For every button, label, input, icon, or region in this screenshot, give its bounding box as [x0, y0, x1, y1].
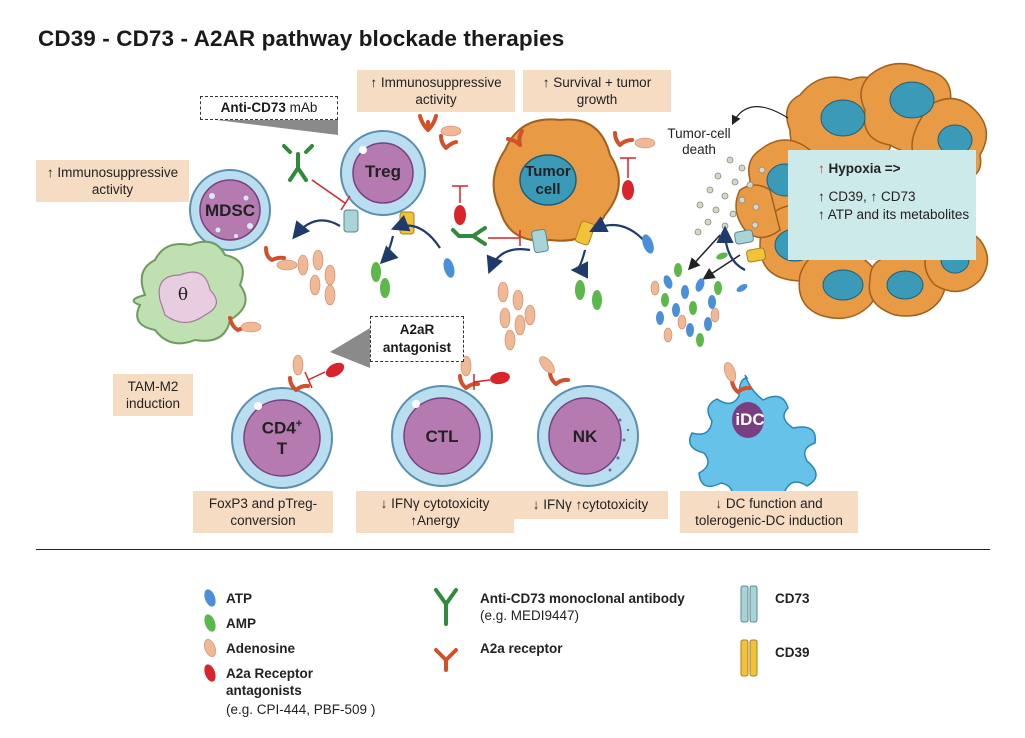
legend-anti-cd73: Anti-CD73 monoclonal antibody (e.g. MEDI… — [480, 591, 685, 623]
legend-a2a-antagonists-eg: (e.g. CPI-444, PBF-509 ) — [226, 702, 376, 717]
ctl-effect-box: ↓ IFNγ cytotoxicity↑Anergy — [356, 491, 514, 533]
tumor-cell-label: Tumor cell — [525, 163, 571, 198]
tumor-death-label: Tumor-cell death — [667, 126, 731, 157]
treg-label: Treg — [365, 162, 401, 181]
legend-icons — [204, 585, 758, 682]
cd4-label: CD4+T — [261, 418, 303, 458]
treg-effect-box: ↑ Immunosuppressive activity — [357, 70, 515, 112]
nk-effect-box: ↓ IFNγ ↑cytotoxicity — [513, 491, 668, 519]
antagonists — [304, 157, 636, 390]
callout-pointer-a2ar — [330, 328, 370, 368]
cd4-t-cell — [231, 387, 333, 489]
treg-cell — [340, 130, 426, 216]
dc-effect-box: ↓ DC function and tolerogenic-DC inducti… — [680, 491, 858, 533]
cell-debris — [694, 156, 766, 236]
death-curve-arrow — [731, 106, 789, 126]
tam-label: θ — [177, 285, 189, 305]
anti-cd73-callout: Anti-CD73 mAb — [200, 96, 338, 120]
legend-atp: ATP — [226, 591, 252, 606]
ctl-cell — [391, 385, 493, 487]
hypoxia-box: ↑ Hypoxia => ↑ CD39, ↑ CD73 ↑ ATP and it… — [788, 150, 976, 260]
legend-cd39: CD39 — [775, 645, 810, 660]
nk-label: NK — [572, 427, 598, 446]
callout-pointer-cd73 — [200, 118, 338, 135]
legend-a2a-receptor: A2a receptor — [480, 641, 563, 656]
mdsc-effect-box: ↑ Immunosuppressive activity — [36, 160, 189, 202]
nucleotide-cluster — [650, 263, 722, 347]
legend-adenosine: Adenosine — [226, 641, 296, 656]
legend-a2a-antagonists: A2a Receptor antagonists — [226, 666, 314, 698]
ctl-label: CTL — [425, 427, 459, 446]
legend-amp: AMP — [226, 616, 256, 631]
idc-label: iDC — [735, 410, 765, 429]
legend-cd73: CD73 — [775, 591, 810, 606]
idc-cell — [689, 374, 817, 510]
mdsc-cell — [189, 169, 271, 251]
cd4-effect-box: FoxP3 and pTreg-conversion — [193, 491, 333, 533]
page-title: CD39 - CD73 - A2AR pathway blockade ther… — [38, 26, 565, 51]
molecules — [240, 125, 748, 382]
a2ar-antagonist-callout: A2aR antagonist — [370, 316, 464, 362]
tumor-cell — [492, 118, 620, 242]
legend-divider — [36, 549, 990, 550]
conversion-arrows — [292, 214, 746, 279]
tam-cell — [132, 240, 247, 345]
tam-effect-box: TAM-M2 induction — [113, 374, 193, 416]
tumor-effect-box: ↑ Survival + tumor growth — [523, 70, 671, 112]
mdsc-label: MDSC — [204, 201, 256, 220]
nk-cell — [537, 385, 639, 487]
anti-cd73-antibodies — [282, 144, 487, 246]
